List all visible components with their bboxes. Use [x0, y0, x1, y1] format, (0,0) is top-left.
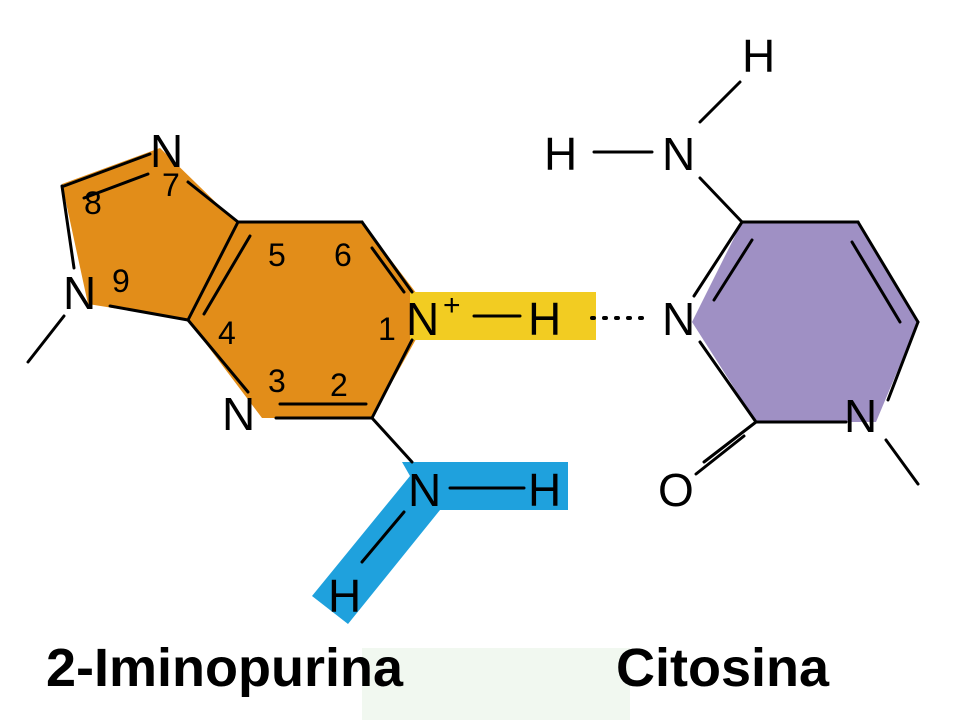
cytosine-amino-h-top-label: H — [742, 30, 775, 82]
cytosine-bonds — [592, 80, 920, 486]
cytosine-o2-label: O — [658, 464, 694, 516]
purine-n9-label: N — [63, 267, 96, 319]
cytosine-ring — [692, 222, 918, 422]
caption-band — [362, 648, 630, 720]
amino-n-label: N — [408, 464, 441, 516]
amino-group-highlight — [312, 462, 568, 624]
amino-h-right-label: H — [528, 464, 561, 516]
position-number-5: 5 — [268, 237, 286, 273]
position-number-7: 7 — [162, 167, 180, 203]
purine-n7-label: N — [150, 125, 183, 177]
purine-n3-label: N — [222, 388, 255, 440]
cytosine-n1-label: N — [844, 390, 877, 442]
cytosine-name-caption: Citosina — [616, 638, 830, 698]
cytosine-amino-n-label: N — [662, 128, 695, 180]
purine-n1-charge: + — [443, 289, 461, 322]
position-number-3: 3 — [268, 363, 286, 399]
position-number-6: 6 — [334, 237, 352, 273]
cytosine-n3-label: N — [662, 293, 695, 345]
cytosine-amino-h-left-label: H — [544, 128, 577, 180]
position-number-2: 2 — [330, 367, 348, 403]
amino-h-bottom-label: H — [328, 570, 361, 622]
position-number-9: 9 — [112, 263, 130, 299]
position-number-8: 8 — [84, 185, 102, 221]
position-number-4: 4 — [218, 315, 236, 351]
position-number-1: 1 — [378, 311, 396, 347]
purine-n1-label: N — [406, 293, 439, 345]
purine-ring — [62, 148, 420, 418]
purine-name-caption: 2-Iminopurina — [46, 638, 404, 698]
purine-bonds — [26, 152, 526, 564]
purine-n1-hydrogen: H — [528, 293, 561, 345]
